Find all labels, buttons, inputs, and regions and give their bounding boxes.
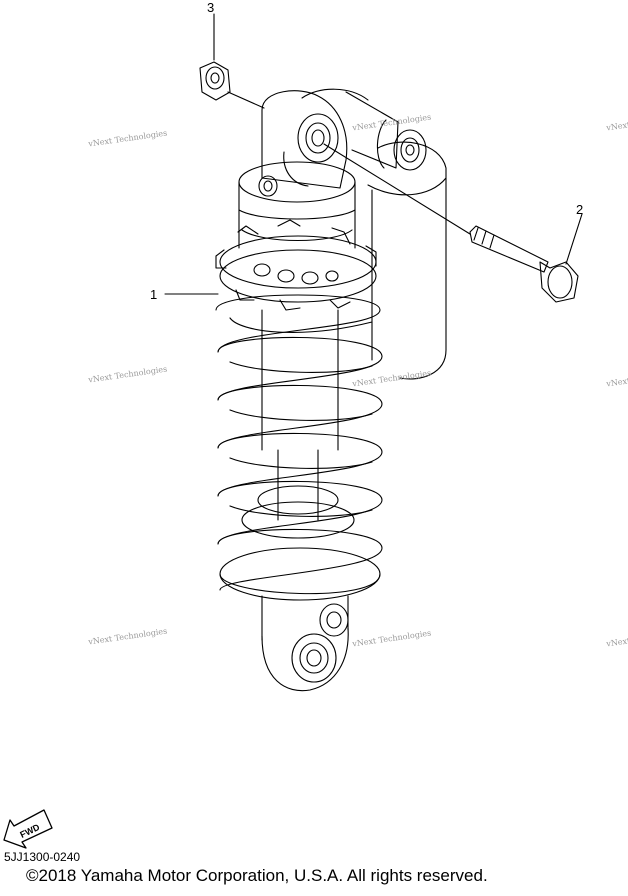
coil-spring [215,294,383,591]
damper-body [241,309,355,539]
part-3-nut [199,61,231,101]
reservoir-connector [301,88,427,171]
lower-spring-seat [219,547,381,641]
fwd-arrow-icon [3,809,53,849]
callout-1: 1 [150,287,158,302]
reservoir-canister [367,141,447,380]
upper-body [238,161,356,249]
lower-mount [261,603,349,692]
leader-lines [164,13,583,295]
part-2-bolt [469,225,579,303]
preload-collar [215,219,377,311]
upper-mount [258,90,348,197]
callout-2: 2 [576,202,584,217]
fwd-label: FWD [18,822,41,840]
callout-3: 3 [207,0,215,15]
copyright-notice: ©2018 Yamaha Motor Corporation, U.S.A. A… [26,866,488,885]
diagram-code: 5JJ1300-0240 [4,850,81,864]
